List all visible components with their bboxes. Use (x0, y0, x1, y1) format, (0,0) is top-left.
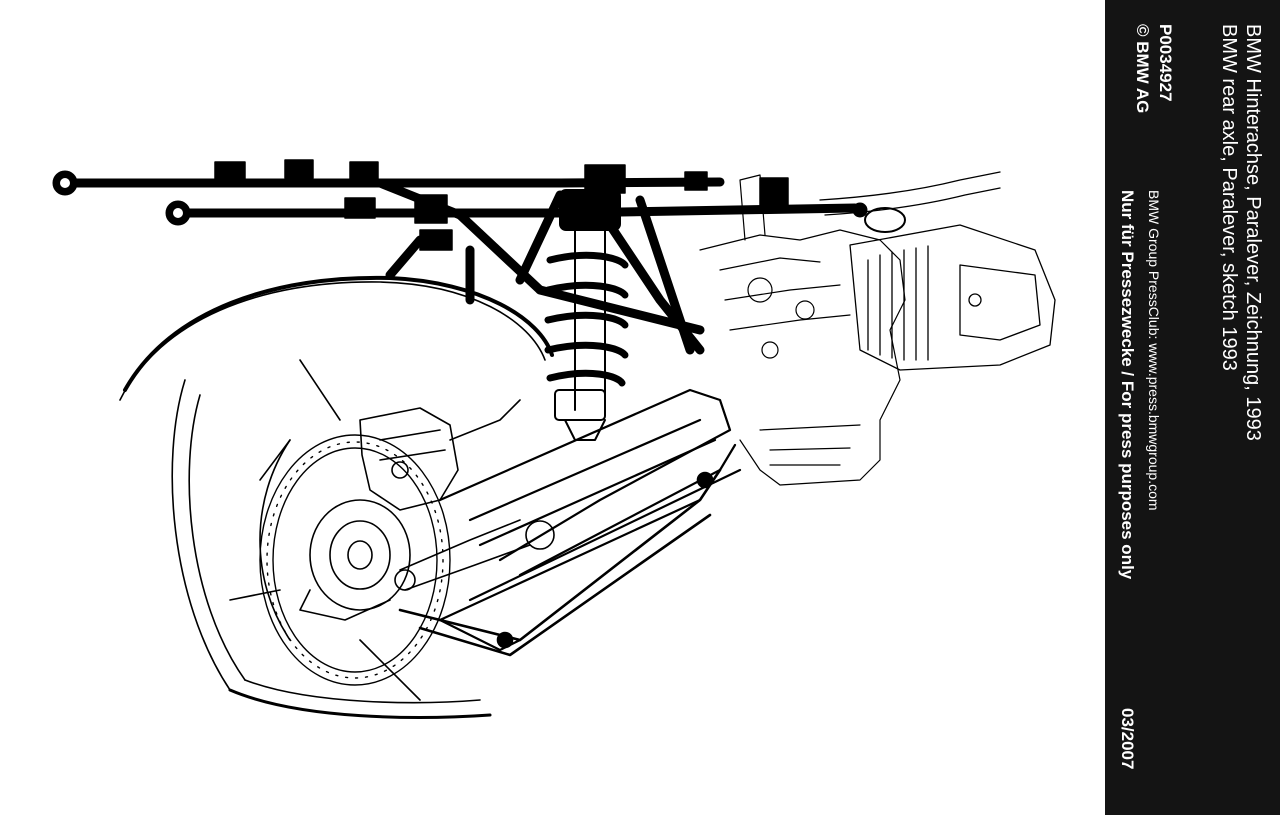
caption-title-en: BMW rear axle, Paralever, sketch 1993 (1218, 24, 1240, 371)
final-drive (299, 499, 555, 621)
cylinder-head (849, 224, 1056, 371)
frame-brackets (214, 159, 789, 251)
copyright: © BMW AG (1133, 24, 1152, 114)
caption-title-de: BMW Hinterachse, Paralever, Zeichnung, 1… (1242, 24, 1264, 441)
paralever-arm (398, 468, 722, 657)
engine-block (699, 174, 906, 486)
rear-wheel (119, 275, 554, 719)
exhaust-pipe (819, 171, 1001, 233)
caption-strip: BMW Hinterachse, Paralever, Zeichnung, 1… (1105, 0, 1280, 815)
brake-disc (259, 434, 451, 686)
photo-id: P0034927 (1156, 24, 1175, 102)
technical-drawing (52, 159, 1056, 719)
swingarm (438, 388, 742, 652)
usage-note: Nur für Pressezwecke / For press purpose… (1118, 190, 1137, 580)
frame-tube-ends (52, 170, 868, 226)
release-date: 03/2007 (1118, 708, 1137, 770)
press-source: BMW Group PressClub: www.press.bmwgroup.… (1146, 190, 1162, 511)
